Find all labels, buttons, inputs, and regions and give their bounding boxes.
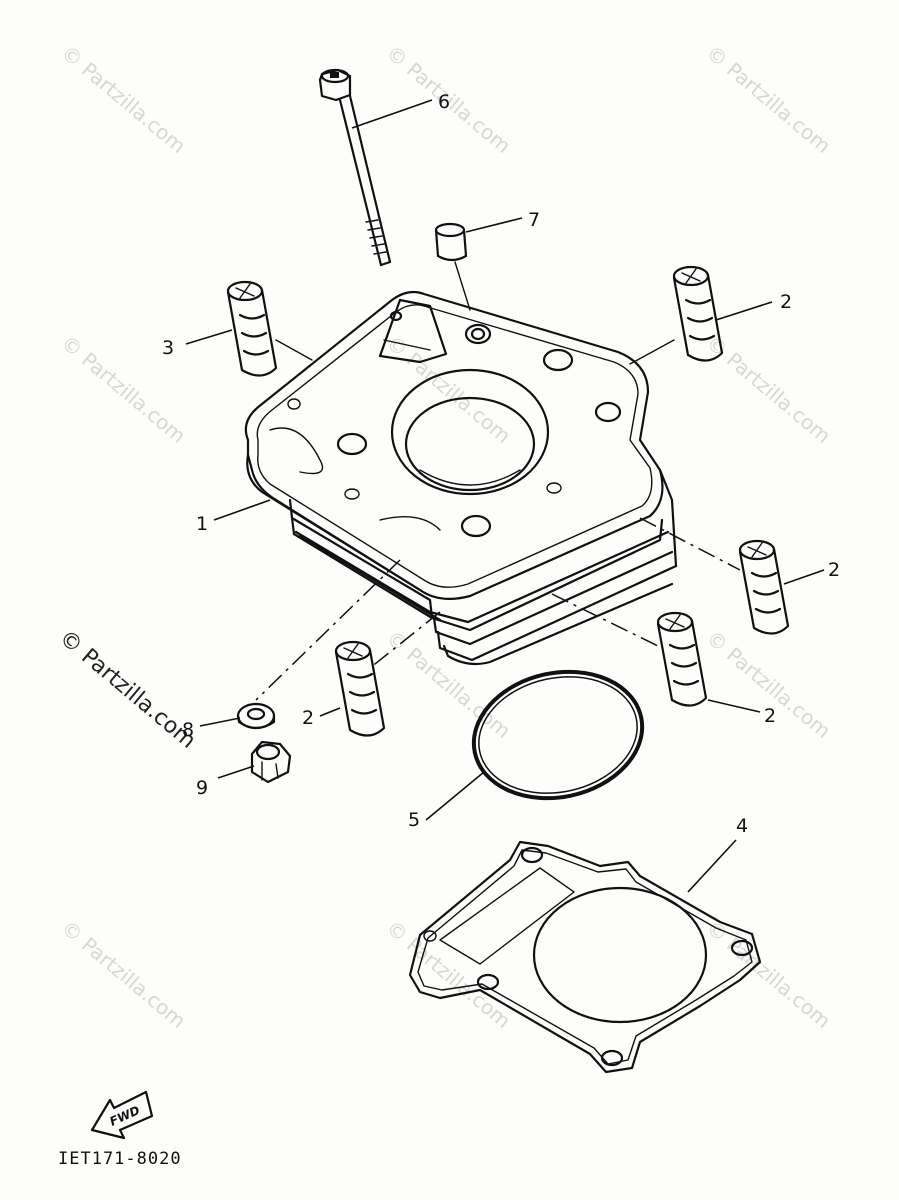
dowel-part-7 xyxy=(434,222,471,311)
stud-part-3 xyxy=(226,280,278,377)
cylinder-part-1 xyxy=(244,290,678,666)
bolt-part-6 xyxy=(318,68,392,267)
callout-2-middle-right: 2 xyxy=(828,559,840,581)
watermark: © Partzilla.com xyxy=(57,40,191,158)
washer-part-8 xyxy=(236,702,276,730)
callout-7: 7 xyxy=(528,209,540,231)
callout-2-lower-right: 2 xyxy=(764,705,776,727)
part-code: IET171-8020 xyxy=(58,1149,182,1169)
callouts: 6 7 3 2 1 2 2 2 8 9 5 4 xyxy=(162,91,840,837)
callout-9: 9 xyxy=(196,777,208,799)
stud-part-2-lower-right xyxy=(656,611,708,707)
leader-lines xyxy=(185,99,825,893)
alignment-lines xyxy=(255,339,741,701)
watermark: © Partzilla.com xyxy=(382,330,516,448)
fwd-arrow-icon: FWD xyxy=(90,1090,154,1140)
gasket-part-4 xyxy=(408,840,762,1074)
callout-1: 1 xyxy=(196,513,208,535)
nut-part-9 xyxy=(250,740,292,784)
callout-3: 3 xyxy=(162,337,174,359)
callout-5: 5 xyxy=(408,809,420,831)
stud-part-2-lower-left xyxy=(334,640,386,737)
stud-part-2-upper-right xyxy=(672,265,724,362)
callout-8: 8 xyxy=(182,719,194,741)
watermarks: © Partzilla.com © Partzilla.com © Partzi… xyxy=(54,40,835,1033)
watermark: © Partzilla.com xyxy=(702,915,836,1033)
watermark: © Partzilla.com xyxy=(57,915,191,1033)
watermark: © Partzilla.com xyxy=(702,40,836,158)
o-ring-part-5 xyxy=(471,669,645,801)
callout-2-lower-left: 2 xyxy=(302,707,314,729)
watermark-main: © Partzilla.com xyxy=(54,625,200,753)
stud-part-2-middle-right xyxy=(738,539,790,635)
callout-4: 4 xyxy=(736,815,748,837)
callout-2-upper-right: 2 xyxy=(780,291,792,313)
callout-6: 6 xyxy=(438,91,450,113)
